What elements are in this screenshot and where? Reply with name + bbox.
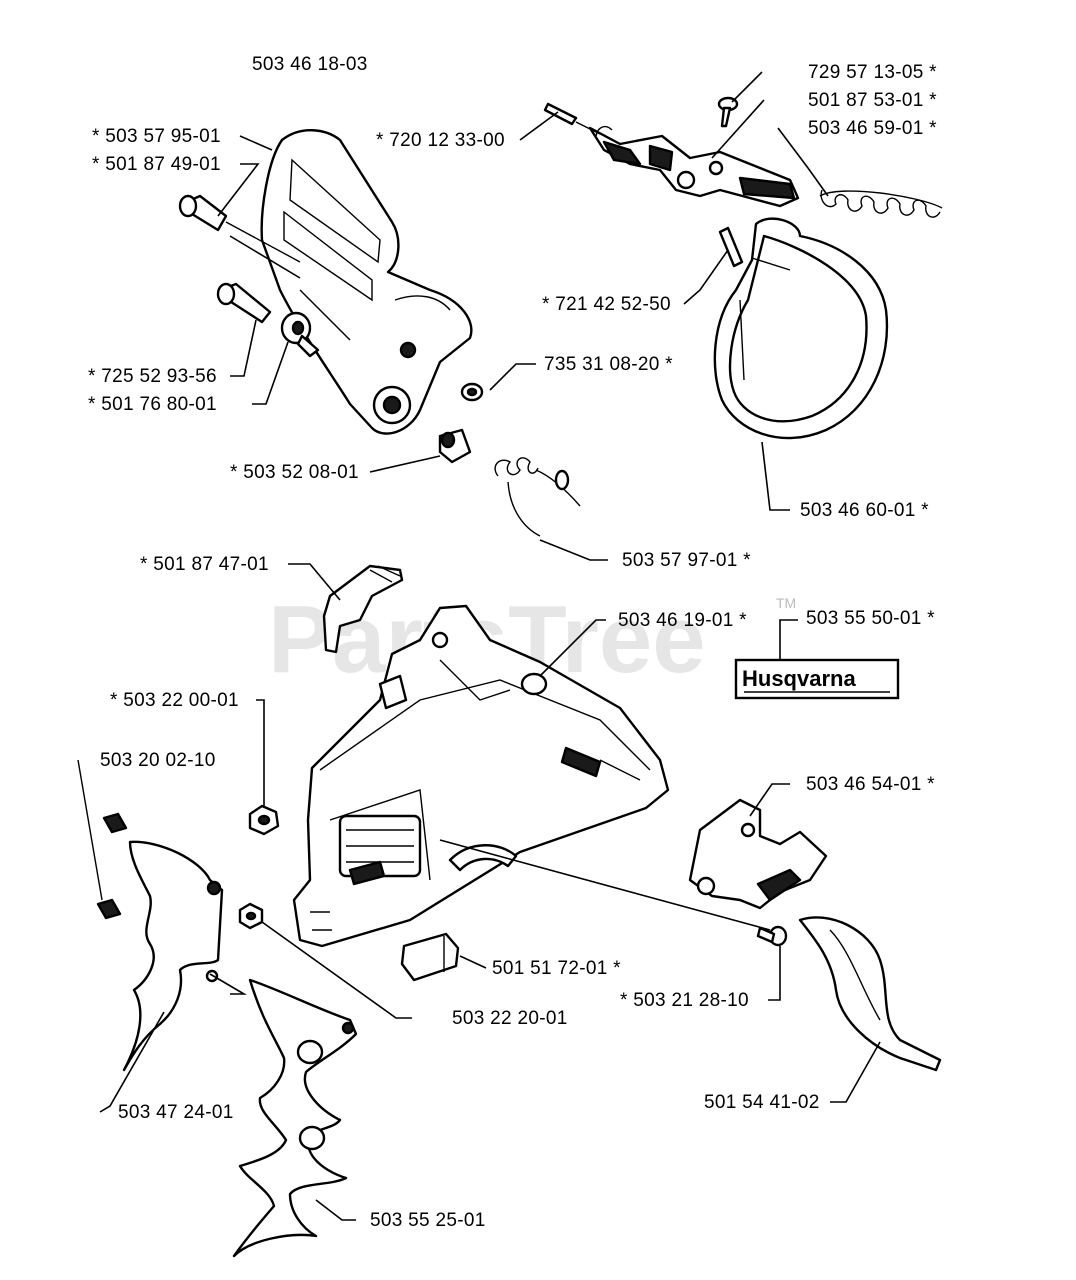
- block-501-51-72-drawing: [400, 932, 460, 982]
- trademark-mark: TM: [776, 595, 796, 611]
- screw-729-drawing: [717, 96, 739, 128]
- part-labels: 503 46 18-03 729 57 13-05 * 501 87 53-01…: [88, 54, 937, 1231]
- label-503-57-95-01: * 503 57 95-01: [92, 126, 221, 147]
- pin-720-drawing: [543, 102, 601, 135]
- label-501-87-47-01: * 501 87 47-01: [140, 554, 269, 575]
- label-503-20-02-10: 503 20 02-10: [100, 750, 216, 771]
- label-503-22-00-01: * 503 22 00-01: [110, 690, 239, 711]
- label-735-31-08-20: 735 31 08-20 *: [544, 354, 673, 375]
- washer-drawing: [460, 382, 484, 402]
- label-503-21-28-10: * 503 21 28-10: [620, 990, 749, 1011]
- label-729-57-13-05: 729 57 13-05 *: [808, 62, 937, 83]
- plate-503-46-54-drawing: [688, 798, 828, 910]
- pin-721-drawing: [718, 226, 744, 268]
- label-503-22-20-01: 503 22 20-01: [452, 1008, 568, 1029]
- bushing-drawing: [280, 311, 320, 358]
- label-501-87-49-01: * 501 87 49-01: [92, 154, 221, 175]
- bracket-drawing: [322, 564, 404, 654]
- label-503-46-18-03: 503 46 18-03: [252, 54, 368, 75]
- nut-503-22-00-drawing: [248, 804, 280, 836]
- screw-725-drawing: [216, 282, 272, 324]
- label-503-46-19-01: 503 46 19-01 *: [618, 610, 747, 631]
- label-503-47-24-01: 503 47 24-01: [118, 1102, 234, 1123]
- shoulder-bolt-drawing: [178, 194, 301, 263]
- nut-503-22-20-drawing: [238, 902, 264, 930]
- label-501-87-53-01: 501 87 53-01 *: [808, 90, 937, 111]
- spiked-bumper-drawing: [232, 978, 358, 1258]
- side-plate-inner-drawing: [122, 840, 224, 1072]
- chain-brake-handle-drawing: [260, 129, 473, 435]
- brake-band-drawing: [713, 217, 889, 440]
- label-720-12-33-00: * 720 12 33-00: [376, 130, 505, 151]
- torsion-spring-drawing: [494, 457, 581, 537]
- pivot-bushing-drawing: [438, 428, 472, 464]
- label-503-46-60-01: 503 46 60-01 *: [800, 500, 929, 521]
- label-721-42-52-50: * 721 42 52-50: [542, 294, 671, 315]
- brake-latch-drawing: [588, 125, 800, 208]
- label-501-54-41-02: 501 54 41-02: [704, 1092, 820, 1113]
- label-725-52-93-56: * 725 52 93-56: [88, 366, 217, 387]
- spring-drawing: [819, 189, 943, 218]
- clutch-cover-drawing: [292, 604, 670, 948]
- label-501-51-72-01: 501 51 72-01 *: [492, 958, 621, 979]
- label-503-57-97-01: 503 57 97-01 *: [622, 550, 751, 571]
- label-501-76-80-01: * 501 76 80-01: [88, 394, 217, 415]
- decal-brand-text: Husqvarna: [742, 666, 856, 691]
- screws-503-20-drawing: [77, 759, 128, 920]
- label-503-55-50-01: 503 55 50-01 *: [806, 608, 935, 629]
- leader-lines: [99, 71, 881, 1221]
- label-503-46-54-01: 503 46 54-01 *: [806, 774, 935, 795]
- screw-503-21-28-drawing: [756, 925, 788, 947]
- cover-501-54-41-drawing: [798, 916, 942, 1072]
- husqvarna-decal-drawing: Husqvarna: [734, 658, 900, 700]
- label-503-52-08-01: * 503 52 08-01: [230, 462, 359, 483]
- label-503-46-59-01: 503 46 59-01 *: [808, 118, 937, 139]
- label-503-55-25-01: 503 55 25-01: [370, 1210, 486, 1231]
